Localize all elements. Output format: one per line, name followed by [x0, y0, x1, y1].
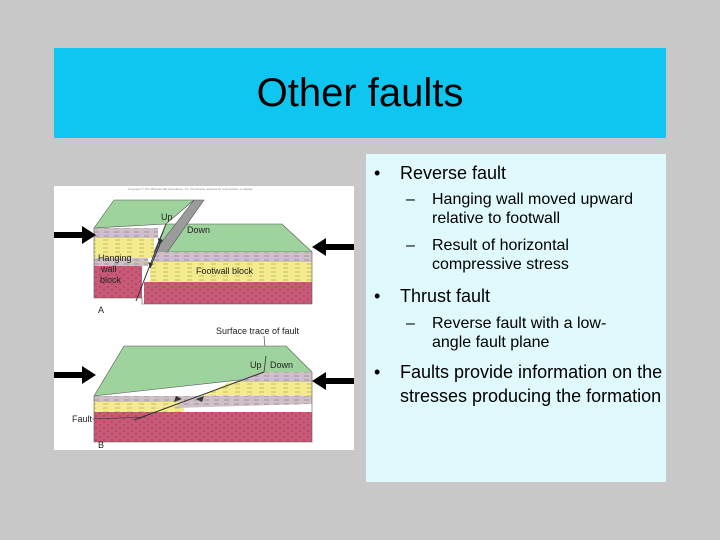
block-a-down-label: Down [187, 225, 210, 235]
slide-title: Other faults [256, 70, 464, 115]
block-b-up-label: Up [250, 360, 262, 370]
right-arrow-b-icon [312, 372, 354, 390]
block-b-down-label: Down [270, 360, 293, 370]
sub-bullet-mark: – [406, 237, 415, 254]
bullet-text-box: • Reverse fault – Hanging wall moved upw… [366, 154, 666, 482]
sub-bullet-mark: – [406, 191, 415, 208]
left-arrow-b-icon [54, 366, 96, 384]
sub-bullet-text: Result of horizontal compressive stress [432, 237, 569, 273]
bullet-mark: • [374, 286, 381, 306]
bullet-text: Reverse fault [400, 163, 507, 183]
panel-a-label: A [98, 305, 104, 315]
sub-bullet-low-angle: – Reverse fault with a low-angle fault p… [406, 314, 636, 352]
bullet-text: Faults provide information on the stress… [400, 362, 663, 406]
footwall-block-label: Footwall block [196, 266, 254, 276]
right-arrow-a-icon [312, 238, 354, 256]
hanging-wall-label-3: block [100, 275, 122, 285]
hanging-wall-label-1: Hanging [98, 253, 132, 263]
panel-b-label: B [98, 440, 104, 450]
fault-label: Fault [72, 414, 93, 424]
sub-bullet-mark: – [406, 315, 415, 332]
hanging-wall-label-2: wall [100, 264, 117, 274]
block-a-up-label: Up [161, 212, 173, 222]
copyright-text: Copyright © The McGraw-Hill Companies, I… [128, 187, 253, 191]
fault-diagram: Copyright © The McGraw-Hill Companies, I… [72, 187, 313, 450]
fault-figure: Copyright © The McGraw-Hill Companies, I… [54, 186, 354, 450]
block-b: Surface trace of fault Up Down Fault B [72, 326, 313, 450]
title-bar: Other faults [54, 48, 666, 138]
sub-bullet-text: Hanging wall moved upward relative to fo… [432, 191, 633, 227]
bullet-thrust-fault: • Thrust fault [374, 284, 490, 308]
sub-bullet-hanging-wall: – Hanging wall moved upward relative to … [406, 190, 660, 228]
bullet-mark: • [374, 163, 381, 183]
sub-bullet-compressive-stress: – Result of horizontal compressive stres… [406, 236, 660, 274]
surface-trace-label: Surface trace of fault [216, 326, 300, 336]
bullet-reverse-fault: • Reverse fault [374, 161, 506, 185]
bullet-faults-information: • Faults provide information on the stre… [374, 360, 664, 408]
bullet-mark: • [374, 362, 381, 382]
left-arrow-a-icon [54, 226, 96, 244]
block-a: Up Down Hanging wall block Footwall bloc… [93, 199, 313, 315]
bullet-text: Thrust fault [400, 286, 491, 306]
sub-bullet-text: Reverse fault with a low-angle fault pla… [432, 315, 607, 351]
